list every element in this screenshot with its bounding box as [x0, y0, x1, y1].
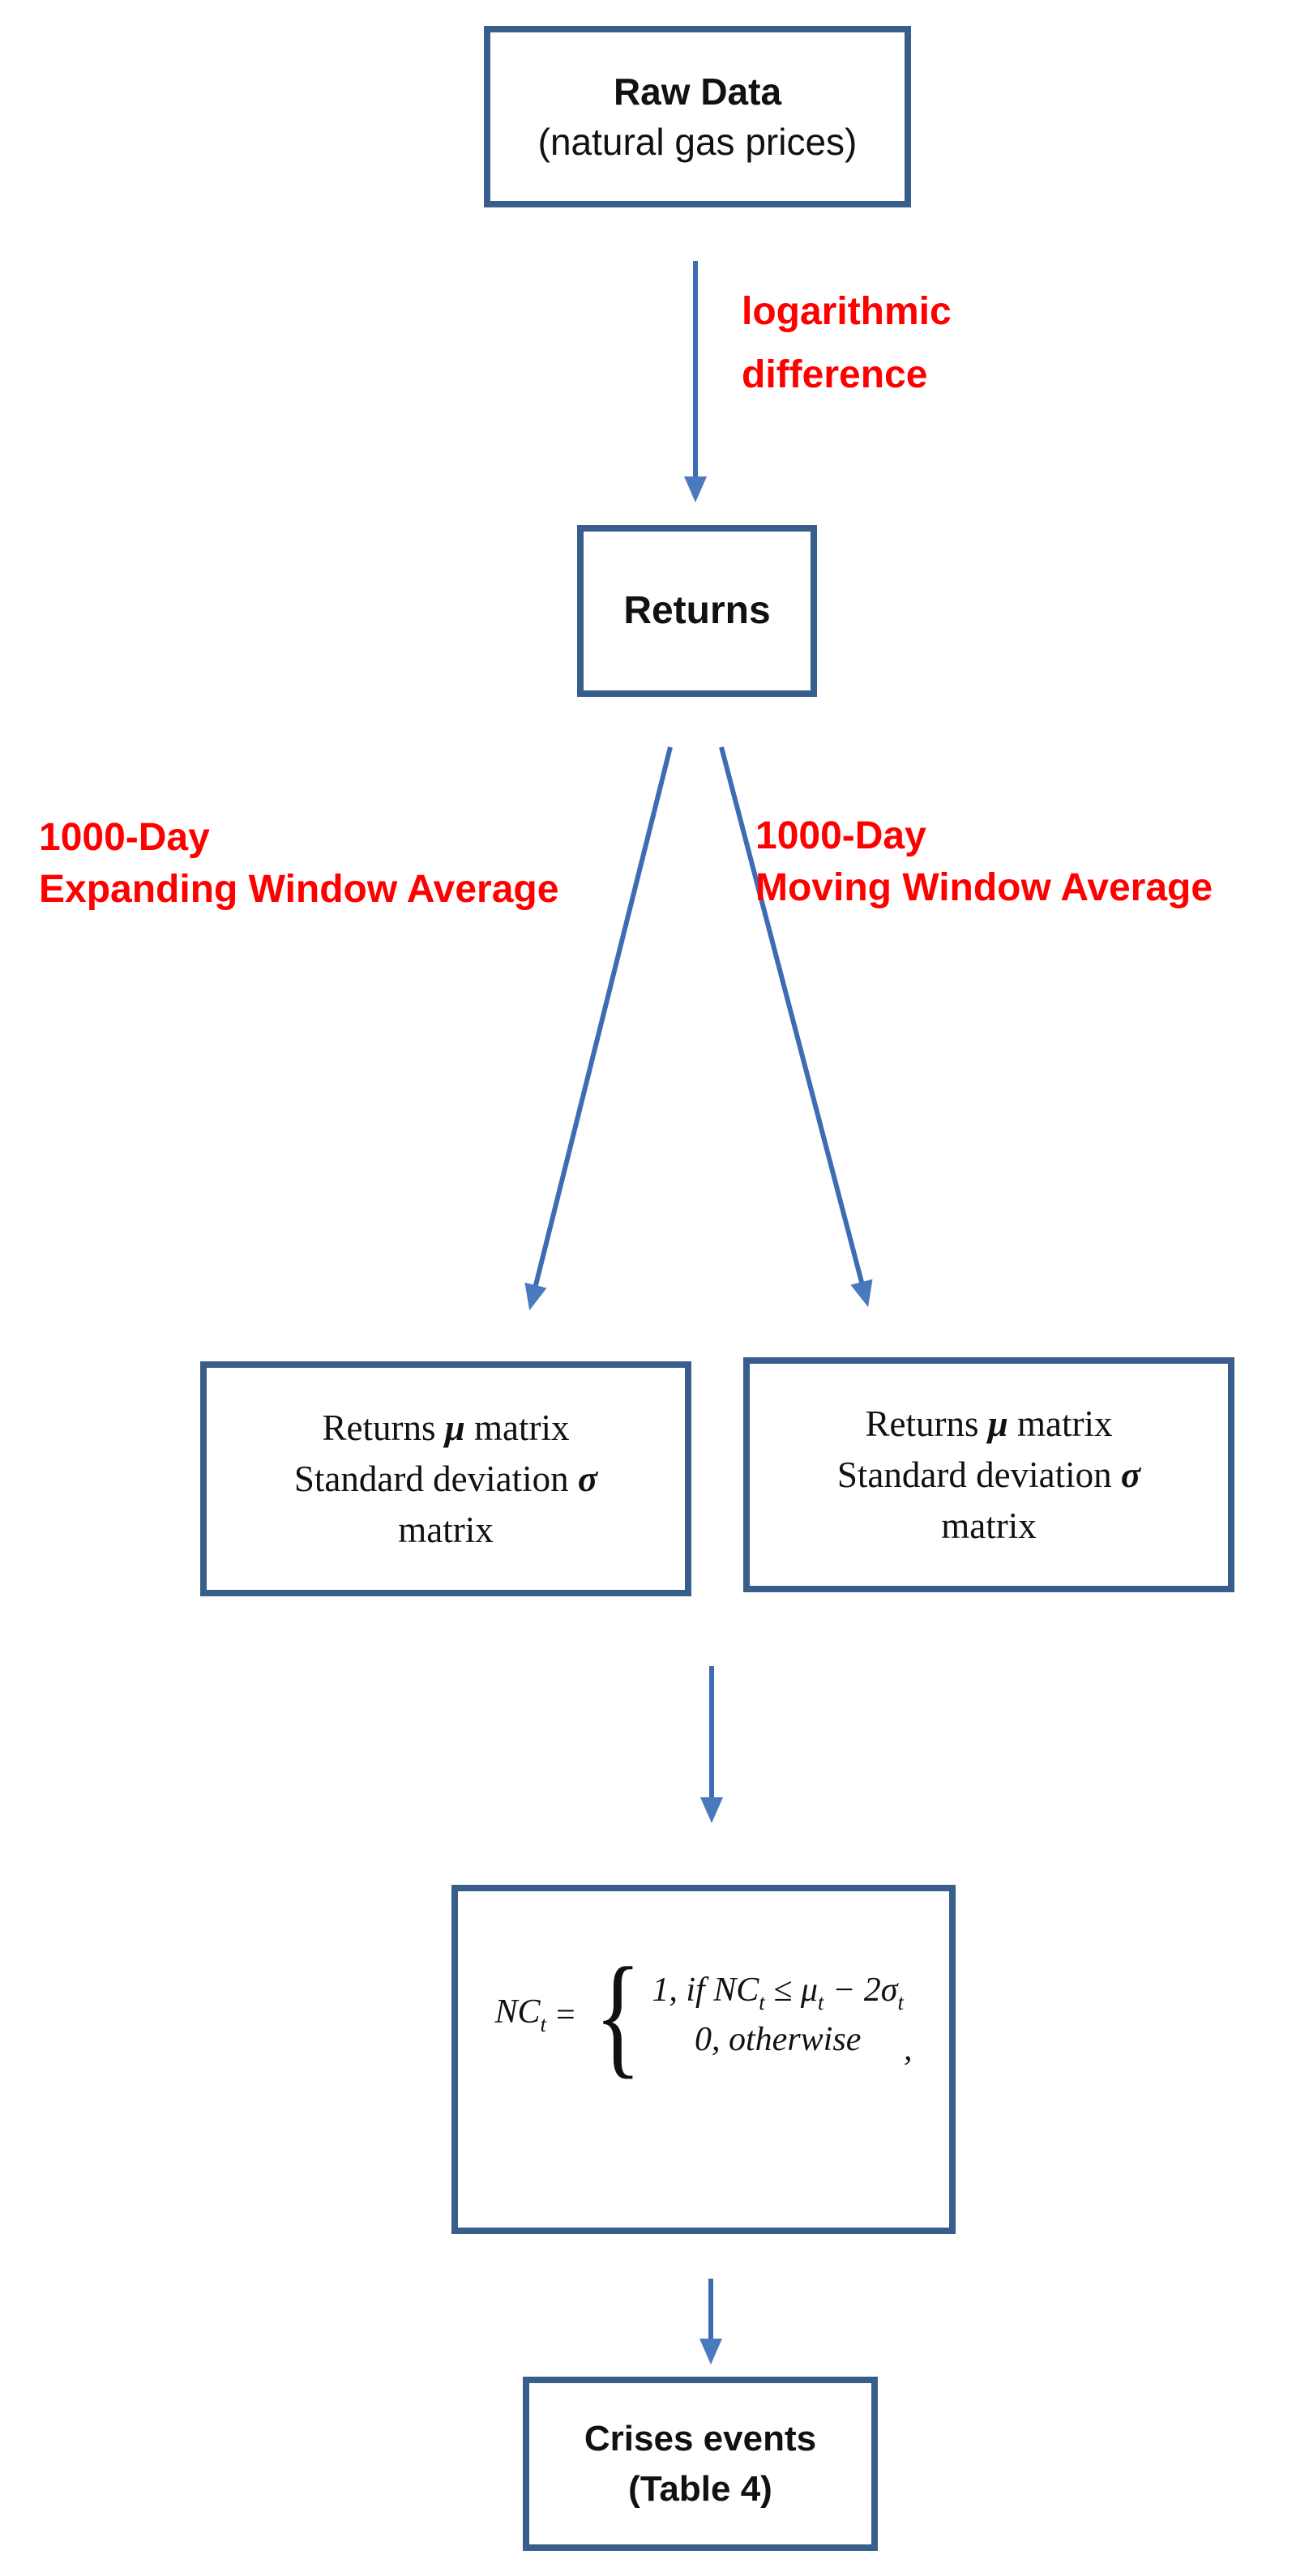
formula-case-2: 0, otherwise — [695, 2021, 862, 2058]
label-moving-window-average: 1000-Day Moving Window Average — [755, 810, 1213, 914]
sigma-symbol: σ — [577, 1458, 598, 1499]
label-logarithmic-difference: logarithmic difference — [742, 280, 952, 407]
matrix-moving-line3: matrix — [941, 1505, 1037, 1546]
formula-case-1: 1, if NCt ≤ μt − 2σt — [652, 1972, 904, 2014]
node-formula-crisis-indicator: NCt = { 1, if NCt ≤ μt − 2σt 0, otherwis… — [451, 1885, 956, 2234]
node-matrix-expanding: Returns μ matrix Standard deviation σ ma… — [200, 1361, 691, 1596]
label-expanding-window-average: 1000-Day Expanding Window Average — [39, 812, 558, 916]
label-exp-line1: 1000-Day — [39, 816, 210, 859]
formula-lhs: NCt — [494, 1993, 547, 2036]
label-log-line1: logarithmic — [742, 290, 952, 333]
node-crises-events: Crises events (Table 4) — [523, 2377, 878, 2551]
mu-symbol: μ — [444, 1407, 465, 1448]
mu-symbol: μ — [987, 1403, 1008, 1444]
formula-trailing-comma: , — [904, 2030, 913, 2068]
crisis-indicator-formula: NCt = { 1, if NCt ≤ μt − 2σt 0, otherwis… — [495, 1947, 913, 2083]
label-mov-line1: 1000-Day — [755, 814, 926, 857]
label-log-line2: difference — [742, 353, 928, 396]
label-exp-line2: Expanding Window Average — [39, 868, 559, 911]
curly-brace: { — [594, 1939, 642, 2091]
matrix-expanding-line1: Returns μ matrix — [322, 1407, 570, 1448]
node-matrix-moving: Returns μ matrix Standard deviation σ ma… — [743, 1357, 1234, 1592]
label-mov-line2: Moving Window Average — [755, 866, 1213, 909]
raw-data-title: Raw Data — [613, 70, 782, 113]
sigma-symbol: σ — [1120, 1454, 1141, 1495]
matrix-moving-line1: Returns μ matrix — [865, 1403, 1113, 1444]
crises-title: Crises events — [584, 2418, 817, 2459]
raw-data-subtitle: (natural gas prices) — [537, 121, 858, 163]
node-returns: Returns — [577, 525, 817, 697]
matrix-expanding-line2: Standard deviation σ — [293, 1458, 598, 1499]
formula-equals: = — [556, 1996, 575, 2034]
returns-label: Returns — [623, 589, 771, 632]
formula-cases: 1, if NCt ≤ μt − 2σt 0, otherwise — [652, 1967, 904, 2062]
crises-subtitle: (Table 4) — [628, 2468, 772, 2509]
node-raw-data: Raw Data (natural gas prices) — [484, 26, 911, 207]
matrix-expanding-line3: matrix — [398, 1509, 494, 1550]
matrix-moving-line2: Standard deviation σ — [836, 1454, 1141, 1495]
